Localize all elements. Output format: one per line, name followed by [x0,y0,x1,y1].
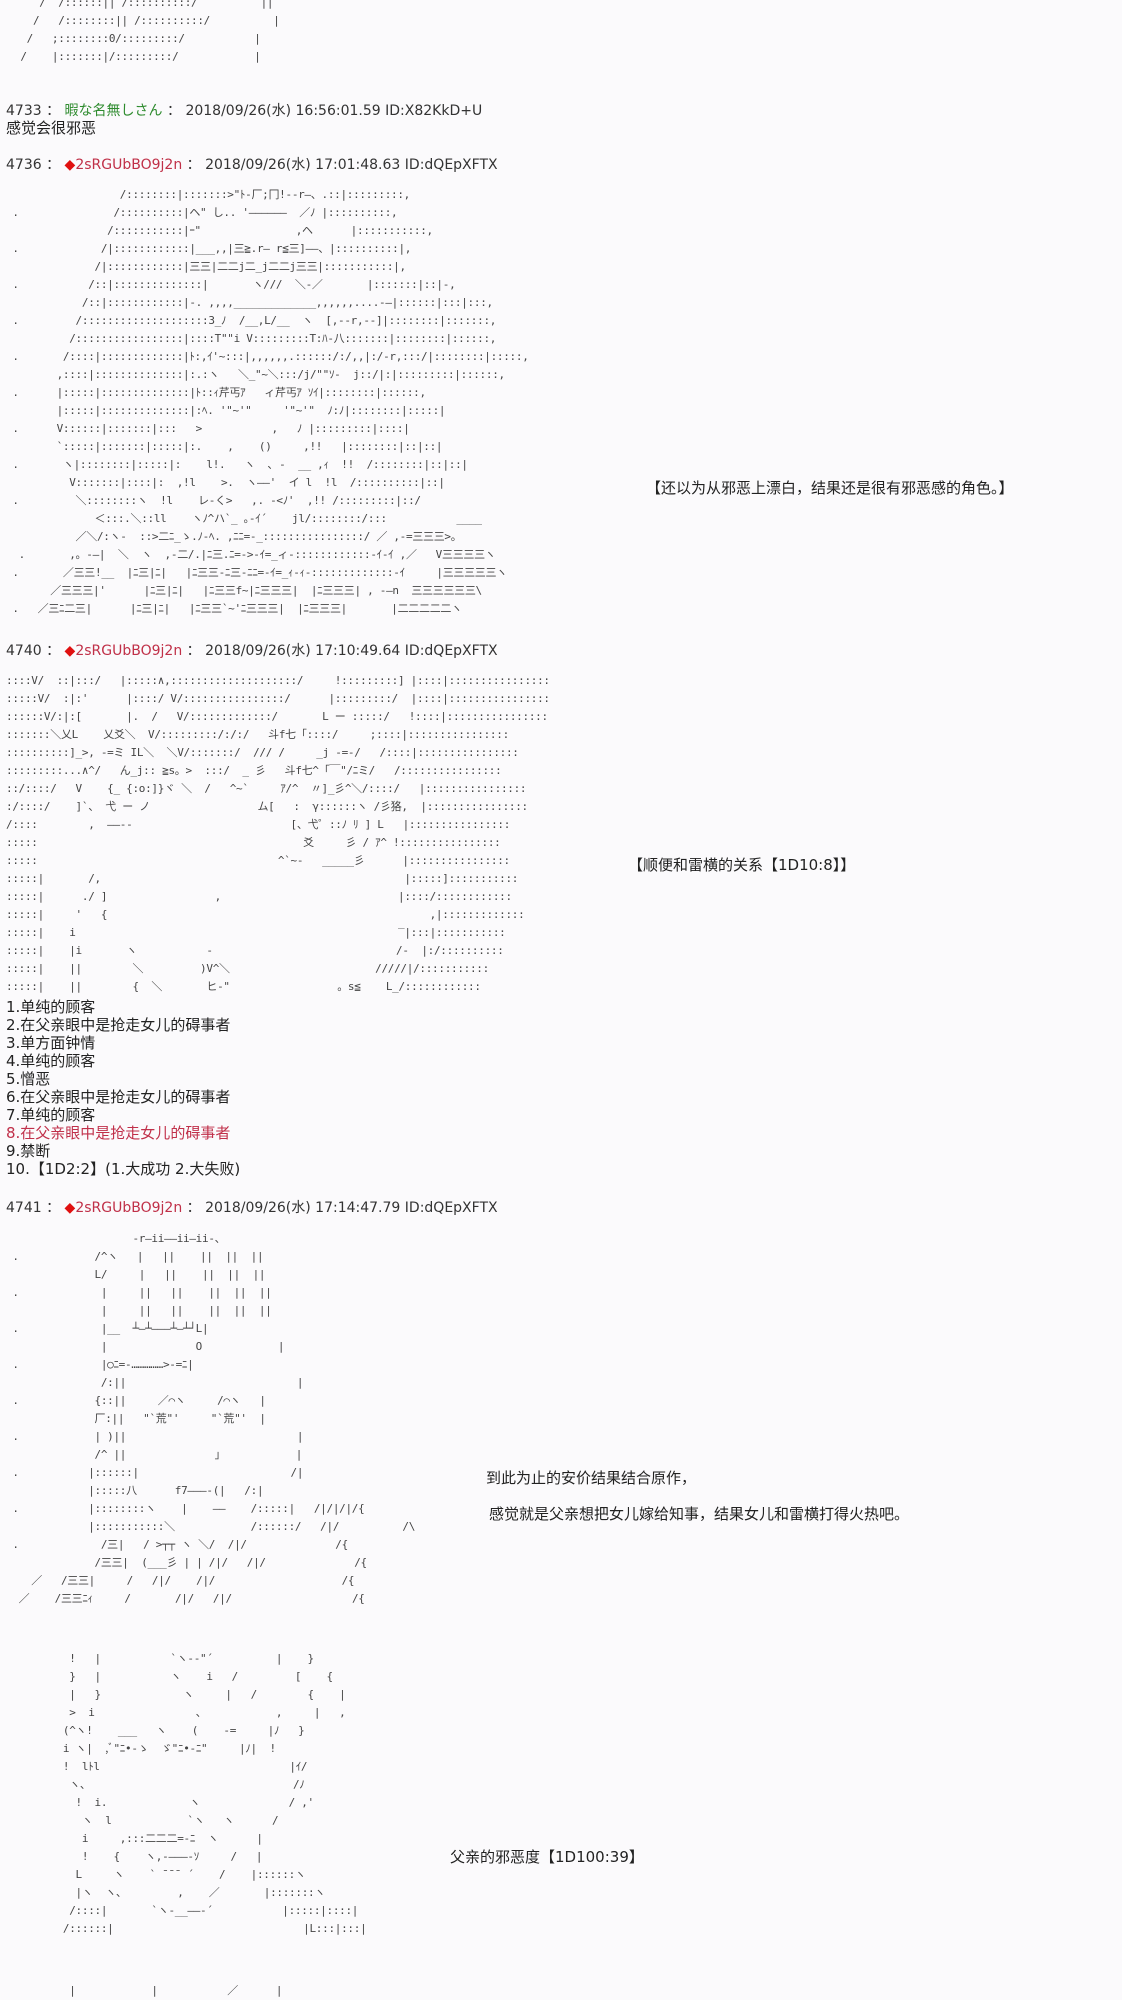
caption-4741-line2: 感觉就是父亲想把女儿嫁给知事，结果女儿和雷横打得火热吧。 [489,1505,910,1523]
poster-trip: 2sRGUbBO9j2n [75,1200,183,1216]
poster-id: ID:dQEpXFTX [404,643,498,659]
ascii-art-father-face: ! | `ヽ--"´ | } } | ヽ i / [ { | } ヽ | / {… [62,1652,367,1935]
list-item-selected: 8.在父亲眼中是抢走女儿的碍事者 [6,1124,231,1142]
separator: ： [41,103,65,119]
ascii-art-bottom-fragment: | | ／ | [6,1984,283,1997]
post-header-4741: 4741 ： ◆2sRGUbBO9j2n ： 2018/09/26(水) 17:… [6,1197,498,1217]
ascii-art-fight-scene: ::::V/ ::|:::/ |:::::∧,:::::::::::::::::… [6,674,550,993]
list-item: 10.【1D2:2】(1.大成功 2.大失败) [6,1160,241,1178]
list-item: 6.在父亲眼中是抢走女儿的碍事者 [6,1088,231,1106]
post-datetime: 2018/09/26(水) 17:01:48.63 [205,157,401,173]
caption-4741-line1: 到此为止的安价结果结合原作， [486,1469,697,1487]
list-item: 4.单纯的顾客 [6,1052,96,1070]
poster-id: ID:dQEpXFTX [404,157,498,173]
list-item: 1.单纯的顾客 [6,998,96,1016]
caption-4740: 【顺便和雷横的关系【1D10:8】】 [628,856,856,874]
separator: ： [182,1200,206,1216]
list-item: 9.禁断 [6,1142,51,1160]
post-header-4740: 4740 ： ◆2sRGUbBO9j2n ： 2018/09/26(水) 17:… [6,640,498,660]
ascii-art-father-hat: /::::::::|:::::::>"ﾄ-厂;冂!--r―、.::|::::::… [12,188,529,615]
list-item: 3.单方面钟情 [6,1034,96,1052]
caption-4736: 【还以为从邪恶上漂白，结果还是很有邪恶感的角色。】 [646,479,1014,497]
post-number[interactable]: 4741 [6,1200,42,1216]
post-datetime: 2018/09/26(水) 17:14:47.79 [205,1200,401,1216]
poster-name: 暇な名無しさん [64,103,163,119]
poster-id: ID:dQEpXFTX [404,1200,498,1216]
poster-trip: 2sRGUbBO9j2n [75,157,183,173]
list-item: 2.在父亲眼中是抢走女儿的碍事者 [6,1016,231,1034]
separator: ： [41,157,65,173]
separator: ： [41,1200,65,1216]
list-item: 7.单纯的顾客 [6,1106,96,1124]
post-datetime: 2018/09/26(水) 16:56:01.59 [185,103,381,119]
post-number[interactable]: 4733 [6,103,42,119]
caption-evil-degree: 父亲的邪恶度【1D100:39】 [450,1848,644,1866]
poster-trip: 2sRGUbBO9j2n [75,643,183,659]
trip-diamond-icon: ◆ [64,157,76,173]
trip-diamond-icon: ◆ [64,1200,76,1216]
post-body-4733: 感觉会很邪恶 [6,119,97,137]
ascii-art-official-hat: -r―ii――ii―ii-、 . /^ヽ | || || || || L/ | … [12,1232,416,1605]
post-number[interactable]: 4736 [6,157,42,173]
separator: ： [162,103,186,119]
post-number[interactable]: 4740 [6,643,42,659]
list-item: 5.憎恶 [6,1070,51,1088]
separator: ： [182,157,206,173]
poster-id: ID:X82KkD+U [385,103,483,119]
trip-diamond-icon: ◆ [64,643,76,659]
separator: ： [41,643,65,659]
post-header-4736: 4736 ： ◆2sRGUbBO9j2n ： 2018/09/26(水) 17:… [6,154,498,174]
post-header-4733: 4733 ： 暇な名無しさん ： 2018/09/26(水) 16:56:01.… [6,100,482,120]
post-datetime: 2018/09/26(水) 17:10:49.64 [205,643,401,659]
ascii-art-top-fragment: / /::::::|| /::::::::::/ || / /::::::::|… [20,0,280,63]
separator: ： [182,643,206,659]
relationship-option-list: 1.单纯的顾客 2.在父亲眼中是抢走女儿的碍事者 3.单方面钟情 4.单纯的顾客… [6,998,240,1178]
